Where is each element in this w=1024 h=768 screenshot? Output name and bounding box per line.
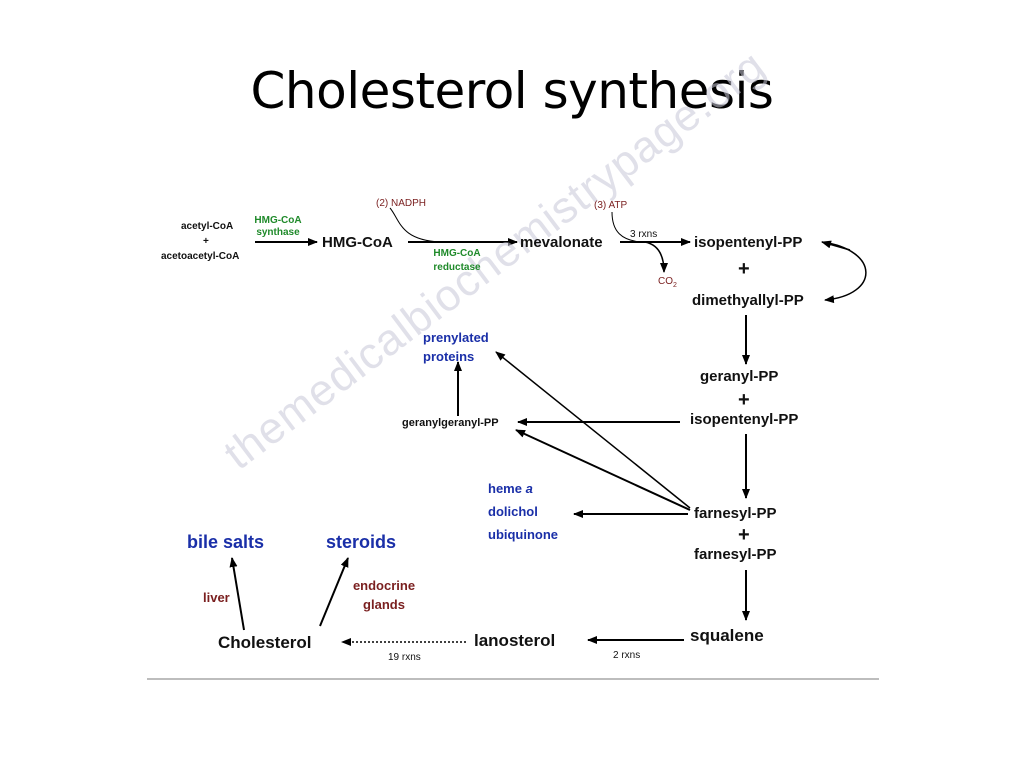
node-plus2: + — [738, 389, 750, 411]
node-dolichol: dolichol — [488, 504, 538, 519]
node-steroids: steroids — [326, 532, 397, 552]
node-farnesyl-pp: farnesyl-PP — [694, 505, 777, 522]
arrow-loop-head-top — [821, 240, 851, 251]
label-co2: CO2 — [658, 276, 677, 289]
label-nadph: (2) NADPH — [376, 198, 427, 209]
node-geranyl-pp: geranyl-PP — [700, 368, 779, 385]
label-nineteen-rxns: 19 rxns — [388, 652, 421, 663]
arrow-cholesterol-to-bilesalts — [229, 557, 245, 631]
arrow-co2-curve — [644, 241, 668, 273]
node-plus-small: + — [203, 236, 209, 247]
node-heme-a: heme a — [488, 481, 533, 496]
node-geranylgeranyl-pp: geranylgeranyl-PP — [402, 417, 499, 429]
label-hmg-coa-reductase: HMG-CoA reductase — [433, 248, 481, 273]
slide-title: Cholesterol synthesis — [250, 62, 774, 120]
label-endocrine-glands: endocrine glands — [352, 578, 416, 612]
arrow-nadph-curve — [389, 207, 441, 243]
label-hmg-coa-synthase: HMG-CoA synthase — [254, 215, 302, 238]
node-farnesyl-pp-2: farnesyl-PP — [694, 546, 777, 563]
arrow-atp-curve — [611, 211, 641, 243]
node-isopentenyl-pp-2: isopentenyl-PP — [690, 411, 799, 428]
node-isopentenyl-pp: isopentenyl-PP — [694, 234, 803, 251]
node-mevalonate: mevalonate — [520, 234, 603, 251]
node-acetoacetyl-coa: acetoacetyl-CoA — [161, 251, 240, 262]
node-bile-salts: bile salts — [187, 532, 265, 552]
label-two-rxns: 2 rxns — [613, 650, 641, 661]
arrow-cholesterol-to-steroids — [319, 557, 349, 627]
arrow-fpp-to-prenylated — [495, 351, 691, 509]
node-cholesterol: Cholesterol — [218, 633, 312, 652]
label-three-rxns: 3 rxns — [630, 229, 658, 240]
label-liver: liver — [203, 590, 230, 605]
node-prenylated-proteins: prenylated proteins — [423, 330, 489, 364]
node-plus3: + — [738, 524, 750, 546]
node-hmg-coa: HMG-CoA — [322, 234, 393, 251]
node-ubiquinone: ubiquinone — [488, 527, 559, 542]
label-atp: (3) ATP — [594, 200, 628, 211]
node-plus: + — [738, 258, 750, 280]
node-squalene: squalene — [690, 626, 764, 645]
node-acetyl-coa: acetyl-CoA — [181, 221, 234, 232]
node-lanosterol: lanosterol — [474, 631, 556, 650]
arrow-isomerization-loop — [821, 241, 867, 304]
arrow-fpp-to-ggpp — [515, 429, 691, 511]
node-dimethyallyl-pp: dimethyallyl-PP — [692, 292, 804, 309]
